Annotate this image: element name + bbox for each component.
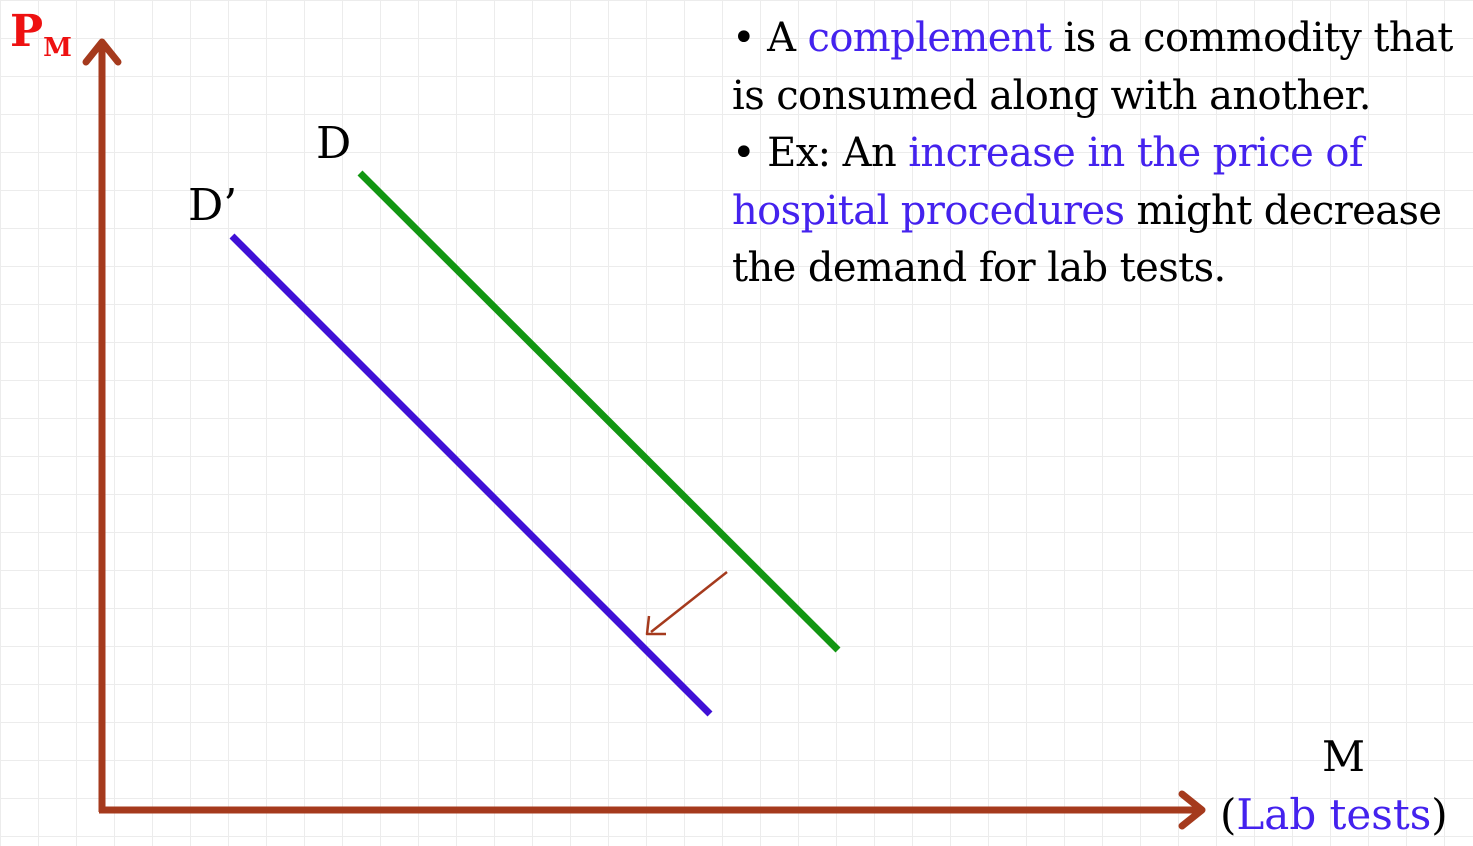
shift-arrow-head <box>645 615 666 636</box>
demand-curve-d-prime <box>229 233 713 717</box>
y-axis-label-subscript: M <box>43 33 72 63</box>
x-axis-sublabel-open: ( <box>1220 790 1237 839</box>
note-complement-definition: • A complement is a commodity that is co… <box>732 15 1453 119</box>
y-axis-arrowhead <box>82 38 122 66</box>
highlight-price-increase: increase in the price of hospital proced… <box>732 130 1364 234</box>
y-axis-label-main: P <box>10 6 44 57</box>
x-axis-sublabel-text: Lab tests <box>1236 790 1432 839</box>
x-axis-sublabel-close: ) <box>1431 790 1448 839</box>
x-axis-label: M <box>1322 732 1366 781</box>
curve-label-d: D <box>316 118 352 169</box>
x-axis-sublabel: (Lab tests) <box>1220 790 1448 839</box>
curve-label-d-prime: D’ <box>188 180 238 231</box>
demand-curve-d <box>357 170 841 653</box>
note-example: • Ex: An increase in the price of hospit… <box>732 130 1442 291</box>
shift-arrow <box>650 571 728 633</box>
highlight-complement: complement <box>807 15 1053 61</box>
explanation-text: • A complement is a commodity that is co… <box>732 10 1472 298</box>
y-axis-label: PM <box>10 6 72 63</box>
x-axis-arrowhead <box>1178 790 1206 830</box>
